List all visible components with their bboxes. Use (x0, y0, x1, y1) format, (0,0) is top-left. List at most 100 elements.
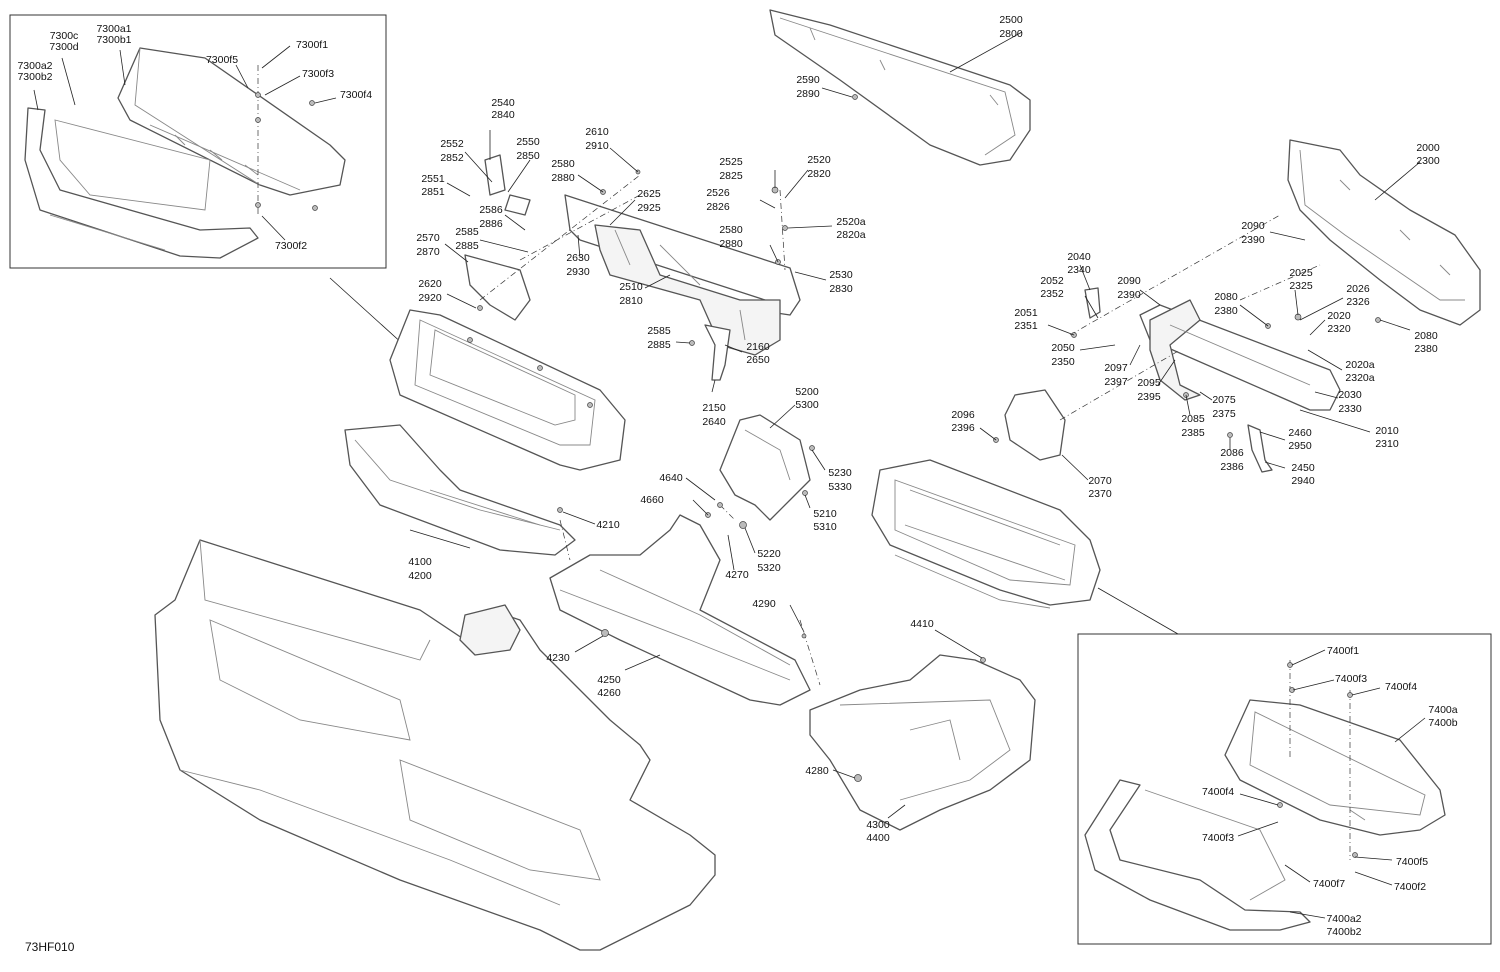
inset-frame-right-door (1077, 633, 1492, 945)
callout-7400f3-bottom: 7400f3 (1202, 832, 1234, 844)
callout-7400f1: 7400f1 (1327, 645, 1359, 657)
assembly-centerlines (479, 174, 1321, 686)
floor-panel-4300 (809, 654, 1036, 831)
inset-frame-left-door (9, 14, 387, 269)
panel-2500-upper-trim (769, 9, 1031, 166)
door-frame-left-large (389, 309, 626, 471)
callout-7400f4-bottom: 7400f4 (1202, 786, 1234, 798)
callout-7300f2: 7300f2 (275, 240, 307, 252)
leader-lines (33, 31, 1426, 919)
callout-7400f4-top: 7400f4 (1385, 681, 1417, 693)
callout-4640: 4640 (659, 472, 683, 484)
callout-7300f5: 7300f5 (206, 54, 238, 66)
callout-4290: 4290 (752, 598, 776, 610)
inset-left-door-assembly (24, 47, 346, 259)
callout-4270: 4270 (725, 569, 749, 581)
inset-pointer-right (1097, 587, 1179, 635)
floor-tunnel-4250 (549, 514, 811, 706)
callout-7300f3: 7300f3 (302, 68, 334, 80)
callout-7400f5: 7400f5 (1396, 856, 1428, 868)
door-frame-right-large (871, 459, 1101, 609)
panel-2000-right-trim (1287, 139, 1481, 326)
callout-4660: 4660 (640, 494, 664, 506)
console-bracket-5200 (719, 414, 811, 521)
frame-2510-left-bar (564, 194, 801, 356)
callout-7400f3-top: 7400f3 (1335, 673, 1367, 685)
callout-7300f1: 7300f1 (296, 39, 328, 51)
drawing-reference: 73HF010 (25, 940, 75, 954)
callout-7400f2: 7400f2 (1394, 881, 1426, 893)
floor-panel-4100 (344, 424, 576, 556)
callout-7400f7: 7400f7 (1313, 878, 1345, 890)
callout-4230: 4230 (546, 652, 570, 664)
brackets-right (1004, 287, 1273, 473)
callout-4210: 4210 (596, 519, 620, 531)
frame-2010-right-bar (1139, 299, 1341, 411)
latch-brackets-left (464, 154, 731, 381)
callout-4410: 4410 (910, 618, 934, 630)
callout-7300f4: 7300f4 (340, 89, 372, 101)
chassis-tub-main (154, 539, 716, 951)
